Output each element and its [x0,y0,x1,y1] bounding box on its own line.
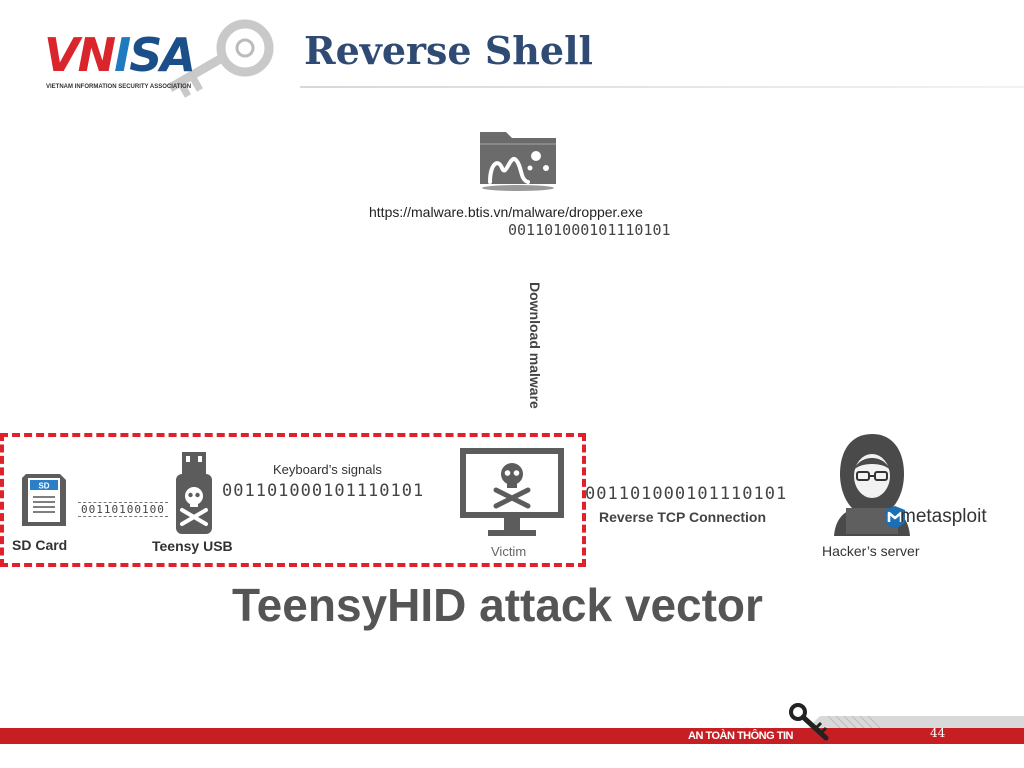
diagram-caption: TeensyHID attack vector [232,579,763,631]
logo-text-sa: SA [129,28,196,82]
keyboard-bits: 001101000101110101 [222,481,425,501]
download-label: Download malware [527,282,543,409]
hacker-server-label: Hacker’s server [822,543,920,559]
malware-url: https://malware.btis.vn/malware/dropper.… [369,204,643,220]
monitor-skull-icon [460,448,564,536]
reverse-bits: 001101000101110101 [585,484,788,504]
logo-text-i: I [114,28,131,82]
page-number: 44 [930,726,946,740]
victim-label: Victim [491,544,527,559]
sd-bits: 00110100100 [78,502,168,517]
header-divider [300,86,1024,88]
folder-malware-icon [480,132,556,191]
teensy-usb-label: Teensy USB [152,538,233,554]
footer-bar [0,728,1024,744]
download-bits: 001101000101110101 [508,221,671,239]
attack-highlight-box [0,433,586,567]
footer-text: AN TOÀN THÔNG TIN [688,730,793,742]
reverse-tcp-label: Reverse TCP Connection [599,509,767,525]
logo-text-n: N [77,28,116,82]
sd-card-label: SD Card [12,537,68,553]
logo: VNISA [44,28,196,82]
footer-key-icon [789,703,829,741]
metasploit-brand: metasploit [900,506,987,527]
slide-title: Reverse Shell [304,28,593,73]
key-icon [167,19,274,98]
sd-card-icon: SD [22,474,66,526]
metasploit-m-icon [885,506,905,528]
sd-badge: SD [38,482,49,491]
keyboard-signals-label: Keyboard’s signals [273,462,382,477]
logo-text-v: V [44,28,80,82]
usb-skull-icon [176,452,212,534]
logo-subtitle: VIETNAM INFORMATION SECURITY ASSOCIATION [46,84,192,90]
